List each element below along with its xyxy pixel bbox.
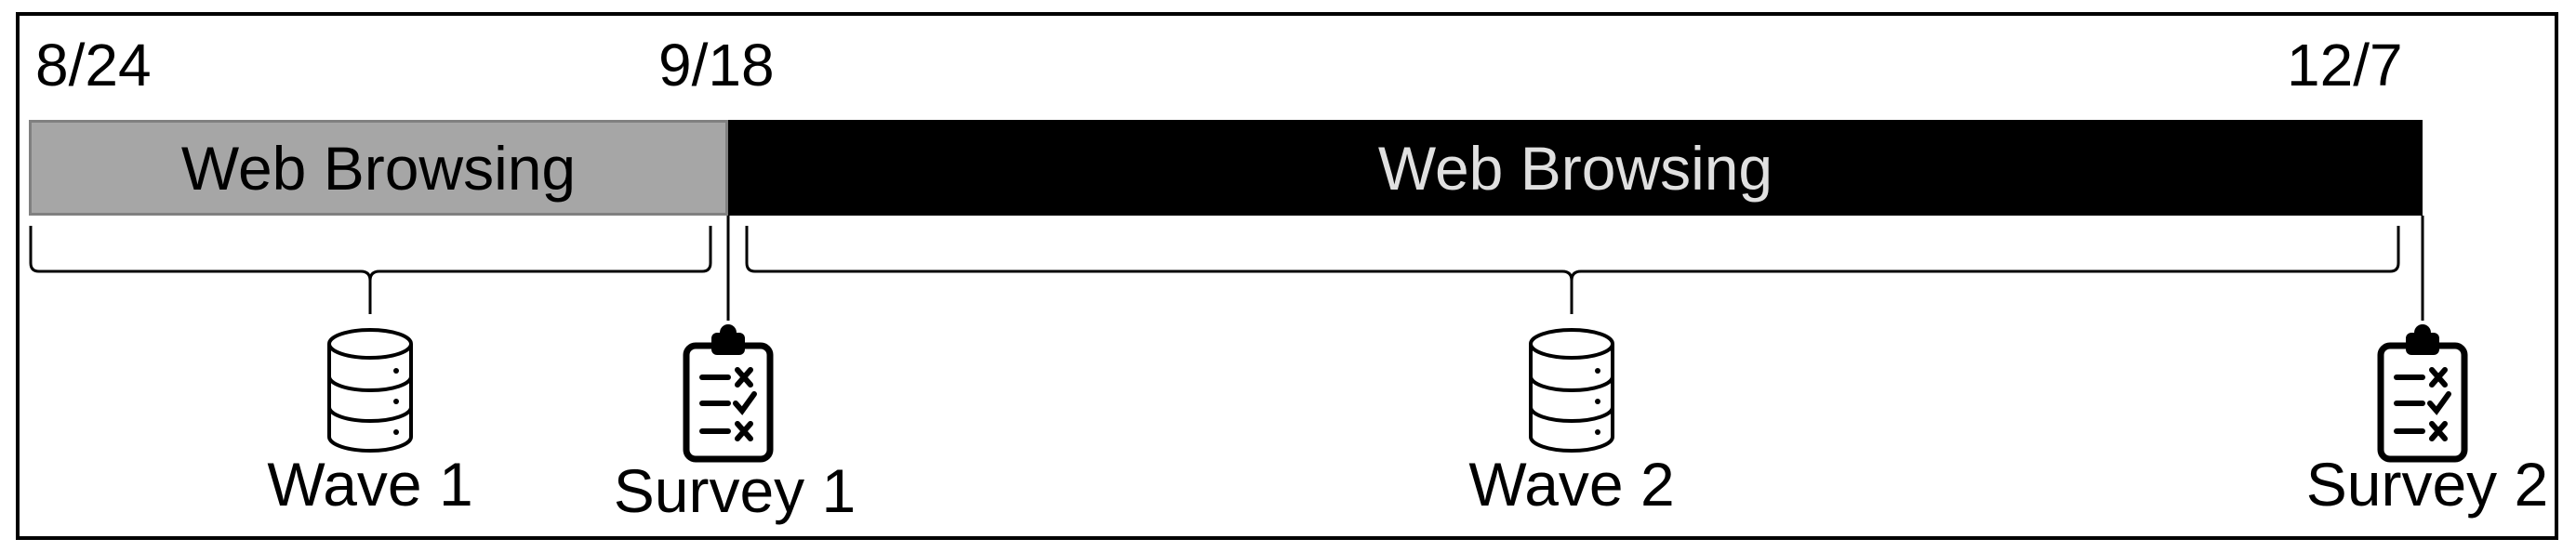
wave-1-label: Wave 1 bbox=[267, 450, 473, 519]
segment-1-label: Web Browsing bbox=[180, 133, 577, 203]
database-icon bbox=[327, 328, 413, 453]
diagram-frame bbox=[16, 12, 2558, 540]
survey-1-label: Survey 1 bbox=[613, 456, 856, 525]
web-browsing-segment-1: Web Browsing bbox=[29, 120, 728, 216]
brace-wave-1 bbox=[29, 226, 712, 314]
date-mid: 9/18 bbox=[658, 32, 775, 99]
date-start: 8/24 bbox=[35, 32, 152, 99]
web-browsing-segment-2: Web Browsing bbox=[728, 120, 2423, 216]
database-icon bbox=[1529, 328, 1614, 453]
brace-wave-2 bbox=[745, 226, 2400, 314]
date-end: 12/7 bbox=[2287, 32, 2403, 99]
wave-2-label: Wave 2 bbox=[1468, 450, 1675, 519]
survey-2-label: Survey 2 bbox=[2305, 450, 2549, 519]
segment-2-label: Web Browsing bbox=[1377, 133, 1773, 203]
clipboard-checklist-icon bbox=[683, 324, 774, 463]
clipboard-checklist-icon bbox=[2377, 324, 2468, 463]
